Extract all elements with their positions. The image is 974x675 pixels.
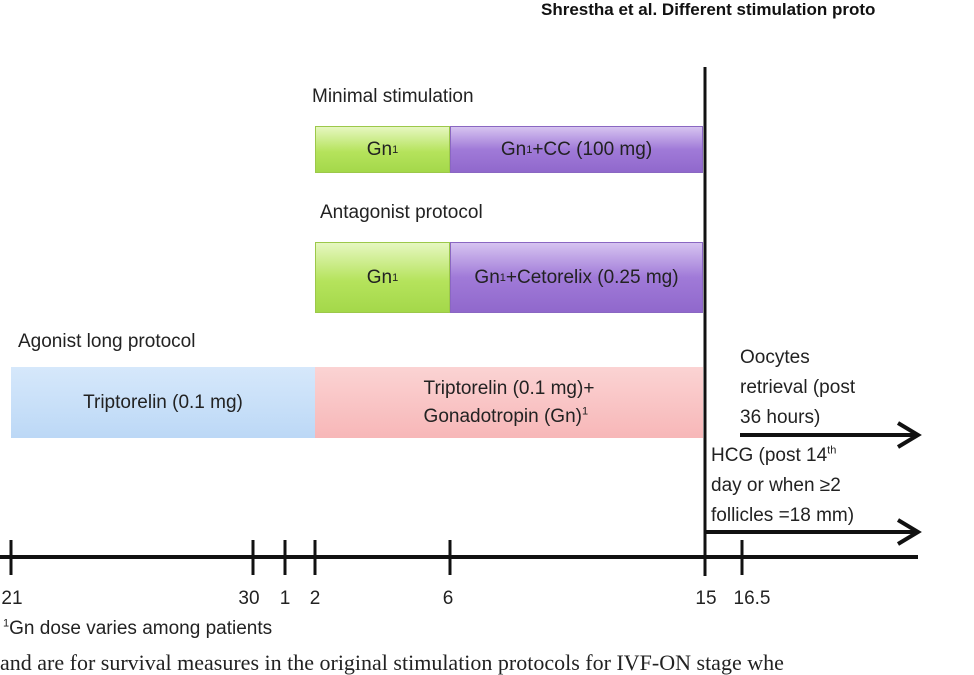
tick-label-30: 30 bbox=[238, 588, 260, 609]
oocytes-line3: 36 hours) bbox=[740, 407, 821, 428]
hcg-line1: HCG (post 14 bbox=[711, 445, 828, 466]
agonist-triptorelin-gonadotropin-bar: Triptorelin (0.1 mg)+ Gonadotropin (Gn)1 bbox=[315, 367, 703, 438]
hcg-label: HCG (post 14th day or when ≥2 follicles … bbox=[711, 441, 854, 531]
agonist-triptorelin-text: Triptorelin (0.1 mg) bbox=[83, 391, 243, 413]
oocytes-arrow bbox=[740, 421, 922, 449]
minimal-gn-cc-pre: Gn bbox=[500, 138, 527, 160]
agonist-combo-sup: 1 bbox=[581, 405, 589, 418]
oocytes-line2: retrieval (post bbox=[740, 377, 856, 398]
caption-fragment: and are for survival measures in the ori… bbox=[0, 650, 784, 675]
hcg-line1-sup: th bbox=[827, 444, 837, 457]
antagonist-gn-cet-post: +Cetorelix (0.25 mg) bbox=[505, 266, 679, 288]
footnote: 1Gn dose varies among patients bbox=[3, 618, 272, 640]
agonist-triptorelin-bar: Triptorelin (0.1 mg) bbox=[11, 367, 315, 438]
timeline-ticks bbox=[9, 540, 744, 575]
tick-label-2: 2 bbox=[309, 588, 321, 609]
minimal-stimulation-title: Minimal stimulation bbox=[312, 86, 474, 107]
agonist-combo-line2: Gonadotropin (Gn) bbox=[423, 405, 582, 427]
tick-label-6: 6 bbox=[442, 588, 454, 609]
agonist-combo-text: Triptorelin (0.1 mg)+ Gonadotropin (Gn)1 bbox=[424, 375, 595, 431]
tick-label-15: 15 bbox=[695, 588, 717, 609]
hcg-arrow bbox=[705, 518, 922, 546]
antagonist-gn-text: Gn bbox=[366, 266, 393, 288]
minimal-gn-cc-post: +CC (100 mg) bbox=[532, 138, 653, 160]
hcg-line3: follicles =18 mm) bbox=[711, 505, 855, 526]
hcg-line2: day or when ≥2 bbox=[711, 475, 841, 496]
footnote-sup: 1 bbox=[3, 617, 10, 630]
tick-label-16-5: 16.5 bbox=[733, 588, 771, 609]
antagonist-gn-cet-pre: Gn bbox=[474, 266, 500, 288]
tick-label-21: 21 bbox=[1, 588, 23, 609]
oocytes-retrieval-label: Oocytes retrieval (post 36 hours) bbox=[740, 343, 855, 433]
antagonist-protocol-title: Antagonist protocol bbox=[320, 202, 483, 223]
hcg-line1-wrap: HCG (post 14th bbox=[711, 441, 854, 471]
oocytes-line1: Oocytes bbox=[740, 347, 810, 368]
minimal-gn-text: Gn bbox=[366, 138, 393, 160]
agonist-long-protocol-title: Agonist long protocol bbox=[18, 331, 196, 352]
footnote-text: Gn dose varies among patients bbox=[9, 618, 273, 639]
figure-header: Shrestha et al. Different stimulation pr… bbox=[541, 0, 876, 19]
agonist-combo-line1: Triptorelin (0.1 mg)+ bbox=[423, 377, 595, 399]
agonist-combo-line2-wrap: Gonadotropin (Gn)1 bbox=[424, 403, 595, 431]
tick-label-1: 1 bbox=[279, 588, 291, 609]
